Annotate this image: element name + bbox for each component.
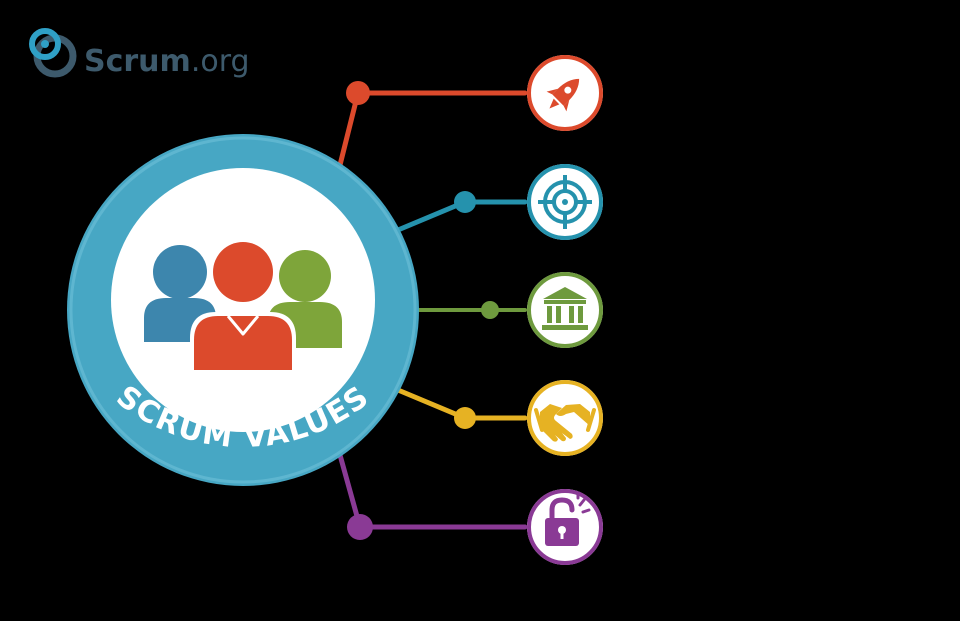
connector-node-courage (454, 407, 476, 429)
value-icon-respect[interactable] (527, 272, 603, 348)
scrum-org-logo[interactable]: Scrum.org (29, 28, 250, 79)
connector-node-openness (347, 514, 373, 540)
rocket-icon (546, 78, 580, 112)
connector-node-commitment (346, 81, 370, 105)
classical-building-icon (542, 287, 588, 330)
logo-brand-name: Scrum (84, 44, 191, 79)
handshake-icon (534, 404, 596, 442)
connector-node-respect (481, 301, 499, 319)
connector-openness (337, 452, 528, 530)
target-icon (538, 175, 592, 229)
connector-node-focus (454, 191, 476, 213)
scrum-org-logo-icon (29, 28, 77, 78)
connectors (337, 81, 528, 540)
connector-commitment (337, 90, 528, 168)
logo-brand-suffix: .org (191, 44, 250, 79)
unlocked-padlock-icon (545, 491, 591, 546)
team-people-icon (144, 240, 342, 372)
value-icon-commitment[interactable] (527, 55, 603, 131)
scrum-values-badge: SCRUM VALUES (67, 134, 419, 486)
value-icon-openness[interactable] (527, 489, 603, 565)
value-icon-courage[interactable] (527, 380, 603, 456)
value-icon-focus[interactable] (527, 164, 603, 240)
svg-text:Scrum.org: Scrum.org (84, 44, 250, 79)
